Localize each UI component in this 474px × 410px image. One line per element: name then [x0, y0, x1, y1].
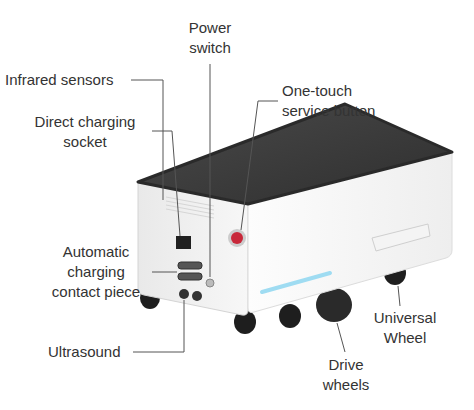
- leader-line: [337, 323, 345, 352]
- part-label: Power switch: [180, 18, 240, 58]
- leader-lines: [131, 64, 400, 352]
- light-strip: [262, 273, 330, 292]
- power-switch: [206, 279, 214, 287]
- wheel: [279, 304, 301, 328]
- part-label: One-touch service button: [282, 81, 392, 121]
- leader-line: [398, 286, 400, 306]
- leader-line: [241, 101, 278, 230]
- part-label: Drive wheels: [318, 355, 374, 395]
- part-label: Universal Wheel: [365, 308, 445, 348]
- leader-line: [152, 272, 177, 273]
- infrared-grille: [166, 197, 214, 218]
- part-label: Automatic charging contact piece: [42, 242, 150, 302]
- service-button: [231, 232, 243, 244]
- charging-socket: [176, 236, 191, 249]
- part-label: Ultrasound: [48, 342, 133, 362]
- leader-line: [131, 80, 163, 200]
- ultrasound-sensor: [192, 291, 202, 301]
- contact-piece: [178, 273, 202, 280]
- contact-piece: [178, 262, 202, 269]
- part-label: Direct charging socket: [20, 112, 150, 152]
- leader-line: [210, 64, 211, 277]
- leader-line: [133, 300, 184, 352]
- bumper: [372, 224, 430, 251]
- service-button-ring: [228, 229, 246, 247]
- part-label: Infrared sensors: [5, 70, 130, 90]
- ultrasound-sensor: [179, 289, 189, 299]
- leader-line: [152, 131, 180, 236]
